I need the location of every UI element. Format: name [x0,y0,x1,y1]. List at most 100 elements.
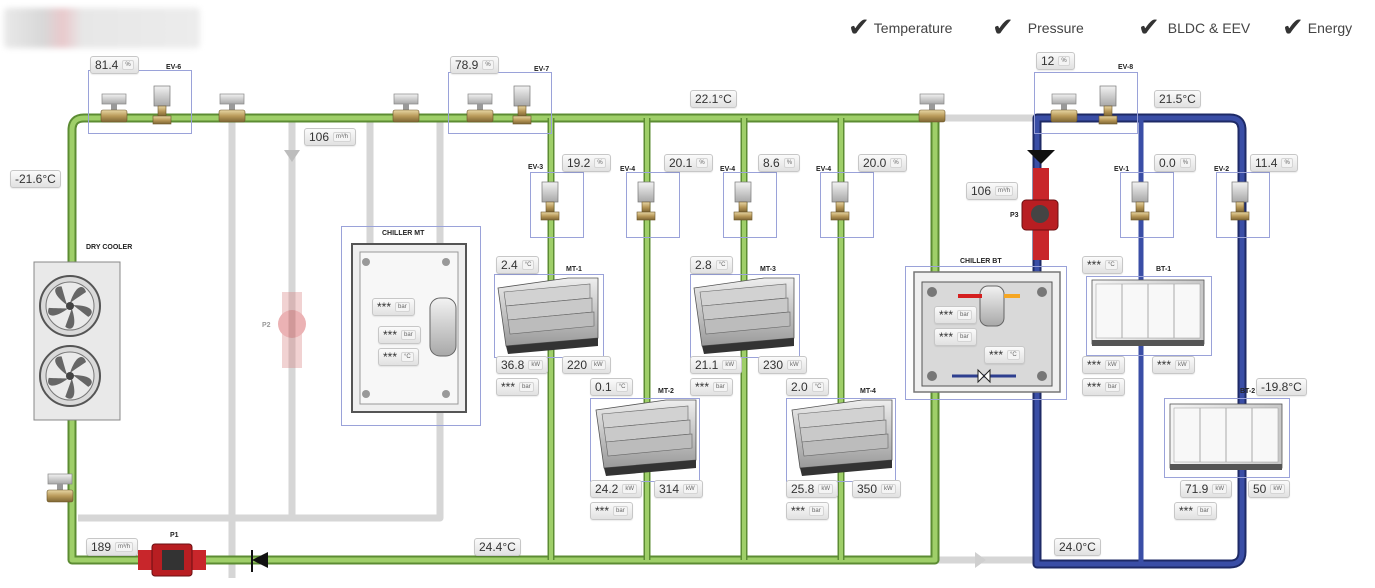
ev6-frame [88,70,192,134]
ev4b-opening: 8.6% [758,154,801,172]
p2-pump-icon [278,292,306,368]
chiller-mt-reading-3: ***°C [378,348,419,366]
mt1-frame [494,274,604,358]
bt1-reading-a: ***kW [1082,356,1125,374]
p3-pump-icon [1021,150,1059,260]
ev6-label: EV-6 [166,64,182,71]
mt4-reading-c: ***bar [786,502,829,520]
ev4a-frame [626,172,680,238]
bt1-frame [1086,276,1212,356]
mt4-label: MT-4 [860,388,876,395]
bt2-label: BT-2 [1240,388,1256,395]
bt1-label: BT-1 [1156,266,1172,273]
ev6-opening: 81.4% [90,56,139,74]
right-bottom-temp: 24.0°C [1054,538,1101,556]
dry-cooler-label: DRY COOLER [86,244,133,251]
checkmark-icon: ✔ [1138,13,1160,43]
ev2-opening: 11.4% [1250,154,1298,172]
mt2-label: MT-2 [658,388,674,395]
chiller-mt-reading-1: ***bar [372,298,415,316]
mt3-label: MT-3 [760,266,776,273]
ev4c-label: EV-4 [816,166,832,173]
bt2-reading-c: ***bar [1174,502,1217,520]
checkmark-icon: ✔ [1282,13,1304,43]
chiller-bt-frame [905,266,1067,400]
ev7-label: EV-7 [534,66,550,73]
bt1-reading-c: ***bar [1082,378,1125,396]
ev4b-label: EV-4 [720,166,736,173]
filter-bldc-eev[interactable]: ✔ BLDC & EEV [1138,14,1250,42]
filter-energy-label: Energy [1307,20,1353,36]
top-pipe-temp: 22.1°C [690,90,737,108]
chiller-mt-frame [341,226,481,426]
mt2-frame [590,398,700,482]
chiller-mt-label: CHILLER MT [382,230,425,237]
p1-label: P1 [170,532,179,539]
ev3-opening: 19.2% [562,154,611,172]
chiller-bt-label: CHILLER BT [960,258,1002,265]
ev7-frame [448,72,552,134]
left-pipe-temp: -21.6°C [10,170,61,188]
dry-cooler-unit [33,261,121,421]
filter-bldc-eev-label: BLDC & EEV [1167,20,1251,36]
ev4a-opening: 20.1% [664,154,713,172]
mt1-label: MT-1 [566,266,582,273]
ev3-frame [530,172,584,238]
mt1-temp: 2.4°C [496,256,540,274]
ev1-label: EV-1 [1114,166,1130,173]
bt1-temp: ***°C [1082,256,1123,274]
chiller-bt-reading-3: ***°C [984,346,1025,364]
chiller-bt-reading-1: ***bar [934,306,977,324]
mt2-reading-c: ***bar [590,502,633,520]
bt1-reading-b: ***kW [1152,356,1195,374]
ev2-frame [1216,172,1270,238]
ev2-label: EV-2 [1214,166,1230,173]
ev1-opening: 0.0% [1154,154,1197,172]
mt3-temp: 2.8°C [690,256,734,274]
p3-label: P3 [1010,212,1019,219]
filter-energy[interactable]: ✔ Energy [1282,14,1352,42]
filter-pressure[interactable]: ✔ Pressure [992,14,1084,42]
ev8-frame [1034,72,1138,134]
ev1-frame [1120,172,1174,238]
mt2-temp: 0.1°C [590,378,634,396]
bottom-pipe-temp: 24.4°C [474,538,521,556]
bt2-side-temp: -19.8°C [1256,378,1307,396]
ev8-opening: 12% [1036,52,1075,70]
mt4-frame [786,398,896,482]
ev8-label: EV-8 [1118,64,1134,71]
right-top-temp: 21.5°C [1154,90,1201,108]
ev7-opening: 78.9% [450,56,499,74]
bt2-frame [1164,398,1290,478]
p1-pump-icon [138,543,268,577]
mt3-reading-c: ***bar [690,378,733,396]
chiller-bt-reading-2: ***bar [934,328,977,346]
mt4-temp: 2.0°C [786,378,830,396]
ev4b-frame [723,172,777,238]
filter-temperature[interactable]: ✔ Temperature [848,14,952,42]
mt1-reading-c: ***bar [496,378,539,396]
obscured-title [4,8,200,48]
ev4c-frame [820,172,874,238]
checkmark-icon: ✔ [992,13,1014,43]
p2-label: P2 [262,322,271,329]
filter-pressure-label: Pressure [1027,20,1084,36]
checkmark-icon: ✔ [848,13,870,43]
filter-temperature-label: Temperature [873,20,953,36]
ev4a-label: EV-4 [620,166,636,173]
ev3-label: EV-3 [528,164,544,171]
